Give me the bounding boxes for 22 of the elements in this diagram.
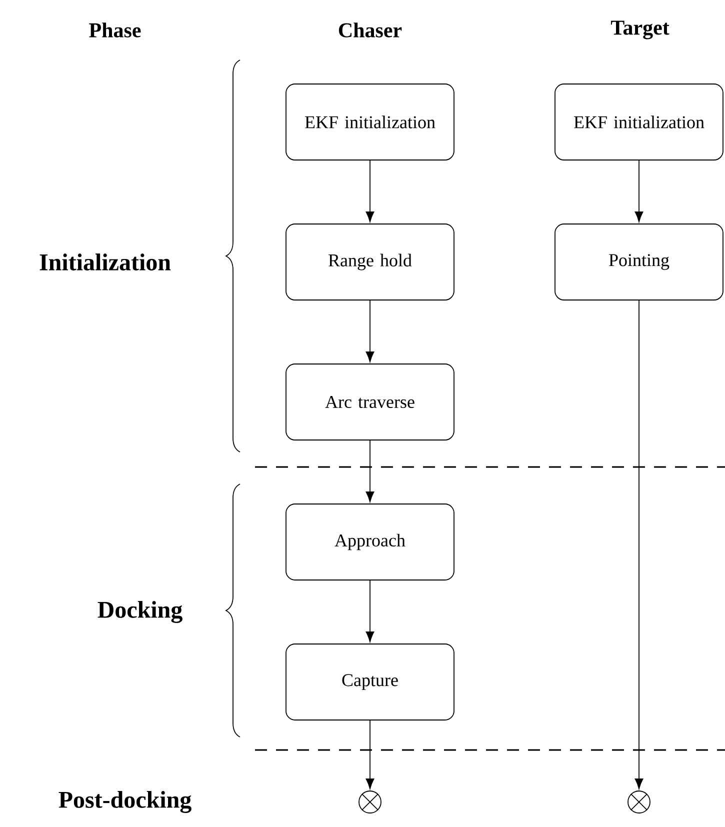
process-box: EKF initialization (554, 84, 724, 160)
arrow (634, 300, 644, 790)
arrow (366, 440, 374, 502)
column-heading: Target (610, 20, 670, 40)
process-box: Range hold (286, 224, 454, 300)
phase-label: Post-docking (58, 791, 192, 813)
arrow (366, 300, 374, 362)
phase-label: Initialization (40, 254, 171, 270)
arrow (634, 160, 644, 222)
process-box: Pointing (554, 224, 724, 300)
end-symbol (628, 790, 650, 814)
column-heading: Chaser (338, 22, 402, 38)
arrow (366, 720, 374, 790)
process-box: EKF initialization (286, 84, 454, 160)
process-box: Approach (286, 504, 454, 580)
end-symbol (358, 790, 382, 814)
column-heading: Phase (89, 22, 141, 38)
process-box: Capture (286, 644, 454, 720)
phase-label: Docking (98, 601, 182, 623)
process-box: Arc traverse (286, 364, 454, 440)
arrow (366, 160, 374, 222)
arrow (366, 580, 374, 642)
